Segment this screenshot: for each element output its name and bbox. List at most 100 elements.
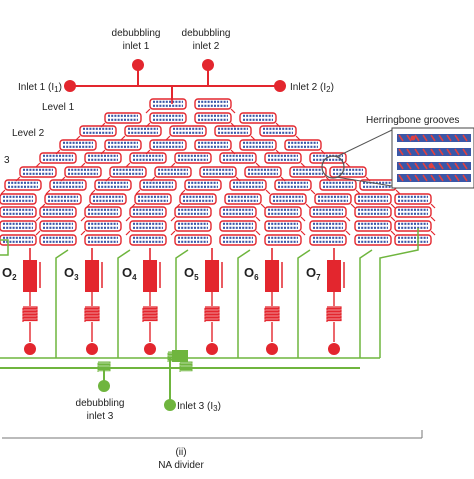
mixer-connector xyxy=(300,230,306,236)
outlet-port xyxy=(86,343,98,355)
inset-groove xyxy=(438,162,444,170)
mixer-connector xyxy=(145,108,151,114)
mixer-loop xyxy=(169,125,207,137)
level-3-label: 3 xyxy=(4,155,10,166)
mixer-loop xyxy=(49,179,87,191)
mixer-loop xyxy=(19,166,57,178)
mixer-tree xyxy=(0,98,436,246)
mixer-r6-m6 xyxy=(274,179,316,195)
mixer-r1-m3 xyxy=(239,112,281,128)
mixer-loop xyxy=(244,166,282,178)
debubbling-inlet-3-label-line1: debubbling xyxy=(76,398,125,409)
inset-groove xyxy=(414,148,420,156)
outlet-chamber xyxy=(327,260,341,292)
mixer-loop xyxy=(394,193,432,205)
mixer-r8-m9 xyxy=(394,206,436,222)
green-serpentine-icon xyxy=(97,361,111,372)
mixer-loop xyxy=(84,152,122,164)
mixer-r6-m4 xyxy=(180,179,222,195)
mixer-r7-m0 xyxy=(0,193,37,205)
mixer-r10-m3 xyxy=(129,234,167,246)
green-branch-3 xyxy=(237,249,251,358)
outlet-subscript: 7 xyxy=(316,273,321,282)
inset-groove xyxy=(446,174,452,182)
outlet-port xyxy=(266,343,278,355)
mixer-loop xyxy=(264,206,302,218)
outlet-port xyxy=(144,343,156,355)
mixer-r2-m4 xyxy=(259,125,301,141)
serpentine-resistor-icon xyxy=(264,306,280,322)
outlet-o7: O7 xyxy=(306,248,345,355)
mixer-loop xyxy=(84,206,122,218)
mixer-loop xyxy=(79,125,117,137)
inset-groove xyxy=(438,148,444,156)
outlet-letter: O xyxy=(184,265,194,280)
debubbling-inlet-2-label-line1: debubbling xyxy=(182,28,231,39)
inset-groove xyxy=(454,148,460,156)
mixer-r10-m6 xyxy=(264,234,302,246)
inlet-2-label: Inlet 2 (I2) xyxy=(290,82,334,94)
mixer-loop xyxy=(129,234,167,246)
mixer-r8-m2 xyxy=(80,206,122,222)
mixer-loop xyxy=(219,152,257,164)
mixer-loop xyxy=(149,139,187,151)
outlet-subscript: 5 xyxy=(194,273,199,282)
mixer-r5-m0 xyxy=(15,166,57,182)
mixer-r8-m8 xyxy=(354,206,396,222)
red-inlet-network xyxy=(64,59,286,100)
mixer-r9-m0 xyxy=(0,220,37,232)
mixer-r3-m0 xyxy=(55,139,97,155)
mixer-loop xyxy=(269,193,307,205)
outlet-label: O7 xyxy=(306,265,321,282)
mixer-loop xyxy=(264,152,302,164)
mixer-loop xyxy=(239,112,277,124)
inset-groove xyxy=(446,134,452,142)
mixer-r2-m1 xyxy=(120,125,162,141)
inset-groove xyxy=(446,162,452,170)
inset-groove xyxy=(414,162,420,170)
outlet-port xyxy=(328,343,340,355)
mixer-loop xyxy=(184,179,222,191)
inset-groove xyxy=(398,174,404,182)
mixer-r0-m1 xyxy=(194,98,236,114)
mixer-connector xyxy=(300,216,306,222)
mixer-connector xyxy=(430,230,436,236)
outlet-chamber xyxy=(23,260,37,292)
debubbling-inlet-1-port xyxy=(132,59,144,71)
mixer-r10-m8 xyxy=(354,234,392,246)
mixer-loop xyxy=(284,139,322,151)
mixer-loop xyxy=(329,166,367,178)
inset-groove xyxy=(422,174,428,182)
mixer-connector xyxy=(430,216,436,222)
mixer-connector xyxy=(45,189,51,195)
inlet-3-label: Inlet 3 (I3) xyxy=(177,401,221,413)
mixer-r7-m5 xyxy=(224,193,266,209)
green-branch-0 xyxy=(55,249,69,358)
mixer-loop xyxy=(229,179,267,191)
green-branch-5 xyxy=(359,249,373,358)
mixer-connector xyxy=(345,216,351,222)
mixer-r7-m7 xyxy=(314,193,356,209)
inset-groove xyxy=(430,134,436,142)
outlet-label: O4 xyxy=(122,265,137,282)
mixer-r8-m5 xyxy=(219,206,261,222)
mixer-loop xyxy=(219,206,257,218)
mixer-loop xyxy=(124,125,162,137)
mixer-r7-m1 xyxy=(40,193,82,209)
outlet-letter: O xyxy=(306,265,316,280)
mixer-connector xyxy=(230,108,236,114)
mixer-r10-m5 xyxy=(219,234,257,246)
serpentine-resistor-icon xyxy=(204,306,220,322)
inlet-1-label: Inlet 1 (I1) xyxy=(18,82,62,94)
mixer-connector xyxy=(390,216,396,222)
outlet-o2: O2 xyxy=(2,248,41,355)
mixer-loop xyxy=(354,193,392,205)
inset-channel-0 xyxy=(397,134,471,142)
inset-groove xyxy=(406,162,412,170)
mixer-loop xyxy=(0,234,37,246)
zoom-leader-bottom xyxy=(335,176,393,187)
mixer-loop xyxy=(194,139,232,151)
herringbone-rows xyxy=(397,134,471,182)
inset-groove xyxy=(422,134,428,142)
mixer-loop xyxy=(104,139,142,151)
